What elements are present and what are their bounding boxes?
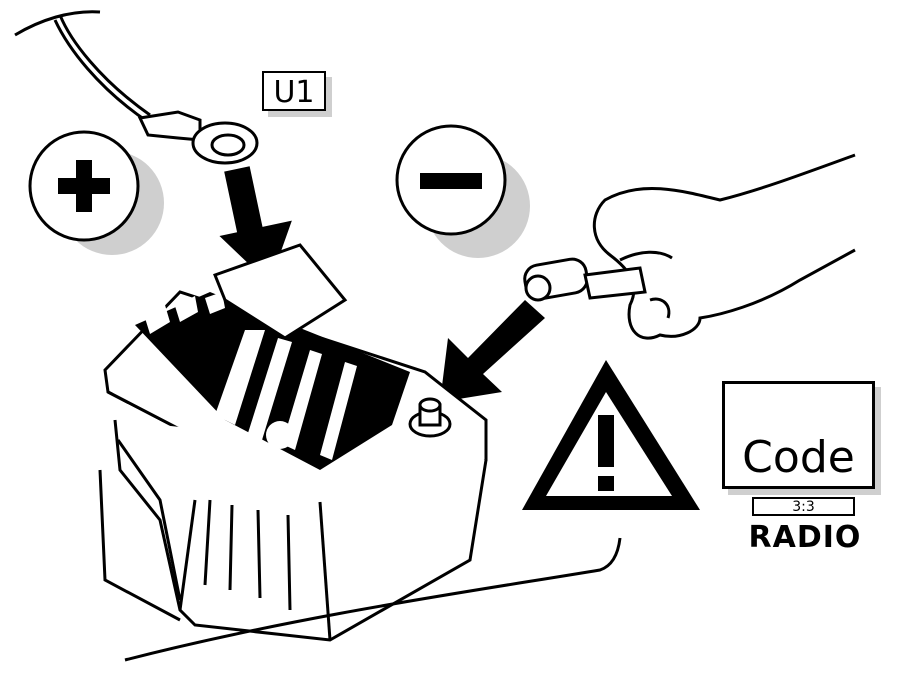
minus-icon	[397, 126, 530, 258]
radio-display-panel: Code	[722, 381, 875, 489]
arrow-diagonal-icon	[440, 300, 545, 402]
hand-icon	[594, 155, 855, 338]
radio-caption: RADIO	[730, 520, 880, 555]
warning-triangle-icon	[522, 360, 700, 510]
positive-cable	[15, 12, 150, 122]
radio-code-text: Code	[725, 434, 872, 482]
ring-terminal-icon	[140, 112, 257, 163]
component-label-u1: U1	[262, 71, 326, 111]
plus-icon	[30, 132, 164, 255]
radio-attempt-counter: 3:3	[752, 497, 855, 516]
